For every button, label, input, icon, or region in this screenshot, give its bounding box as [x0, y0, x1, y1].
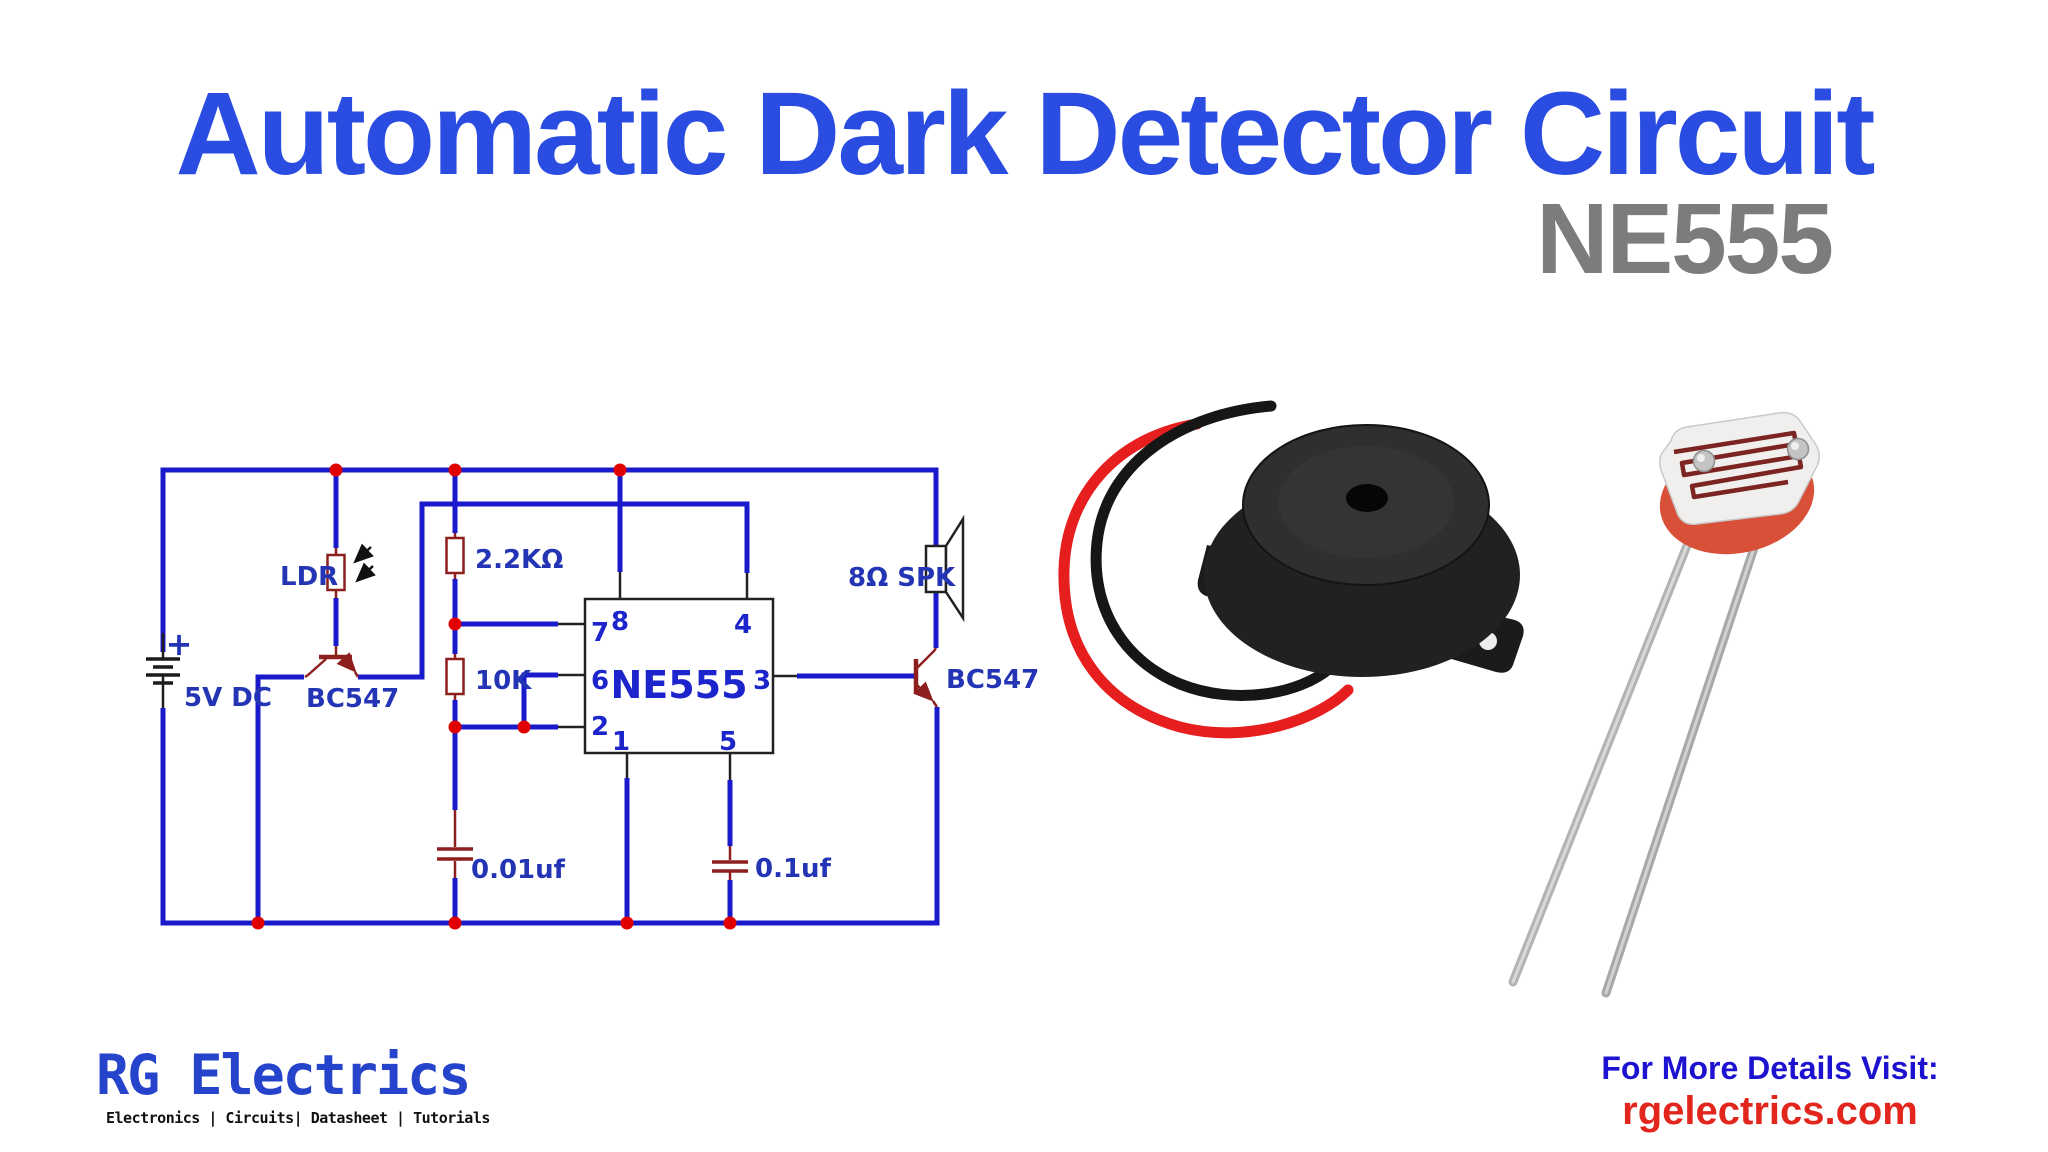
battery-plus-sign: + — [166, 625, 193, 663]
visit-label: For More Details Visit: — [1601, 1050, 1939, 1086]
ldr-electrode-left — [1692, 449, 1716, 473]
ldr-label: LDR — [280, 562, 338, 592]
resistor-r2: 10K — [445, 654, 532, 700]
transistor-q1-label: BC547 — [306, 684, 399, 714]
capacitor-c1-label: 0.01uf — [471, 855, 566, 885]
buzzer-photo — [1058, 400, 1524, 739]
resistor-r2-label: 10K — [475, 666, 532, 696]
resistor-r1-label: 2.2KΩ — [475, 545, 563, 575]
pin-4-label: 4 — [734, 610, 752, 640]
transistor-q2: BC547 — [913, 647, 1039, 708]
transistor-q2-label: BC547 — [946, 665, 1039, 695]
junction-dots — [251, 463, 737, 930]
visit-site-link[interactable]: rgelectrics.com — [1622, 1089, 1918, 1133]
pin-stubs — [558, 572, 797, 780]
buzzer-black-wire — [1090, 400, 1336, 701]
pin-2-label: 2 — [591, 712, 609, 742]
pin-3-label: 3 — [753, 666, 771, 696]
battery-label: 5V DC — [184, 683, 272, 713]
resistor-r1: 2.2KΩ — [445, 533, 563, 579]
pin-8-label: 8 — [611, 607, 629, 637]
capacitor-c2-label: 0.1uf — [755, 854, 832, 884]
buzzer-center-hole — [1346, 484, 1388, 512]
circuit-wires — [160, 467, 940, 926]
pin-7-label: 7 — [591, 618, 609, 648]
transistor-q1: BC547 — [304, 652, 399, 714]
pin-5-label: 5 — [719, 727, 737, 757]
pin-6-label: 6 — [591, 666, 609, 696]
capacitor-c2: 0.1uf — [712, 846, 832, 884]
ldr-electrode-right — [1786, 437, 1810, 461]
buzzer-red-wire — [1058, 418, 1354, 739]
circuit-diagram: + 5V DC LDR BC547 — [146, 463, 1039, 930]
ne555-chip: NE555 7 6 2 8 4 1 5 3 — [583, 597, 775, 757]
rg-electrics-logo: RG Electrics Electronics | Circuits| Dat… — [96, 1043, 516, 1128]
ldr-photo — [1508, 411, 1820, 998]
speaker-label: 8Ω SPK — [848, 563, 956, 593]
light-arrows-icon — [353, 543, 376, 583]
page-subtitle: NE555 — [1536, 183, 1834, 295]
pin-1-label: 1 — [612, 727, 630, 757]
speaker-symbol: 8Ω SPK — [848, 514, 965, 623]
logo-tagline: Electronics | Circuits| Datasheet | Tuto… — [106, 1109, 490, 1127]
battery-symbol: + 5V DC — [146, 625, 272, 713]
ldr-legs — [1508, 523, 1761, 998]
visit-block: For More Details Visit: rgelectrics.com — [1545, 1050, 1995, 1134]
ne555-chip-label: NE555 — [610, 663, 747, 707]
ldr-symbol: LDR — [280, 543, 376, 658]
capacitor-c1: 0.01uf — [437, 810, 566, 885]
logo-title: RG Electrics — [96, 1043, 471, 1107]
page-title: Automatic Dark Detector Circuit — [175, 68, 1875, 200]
